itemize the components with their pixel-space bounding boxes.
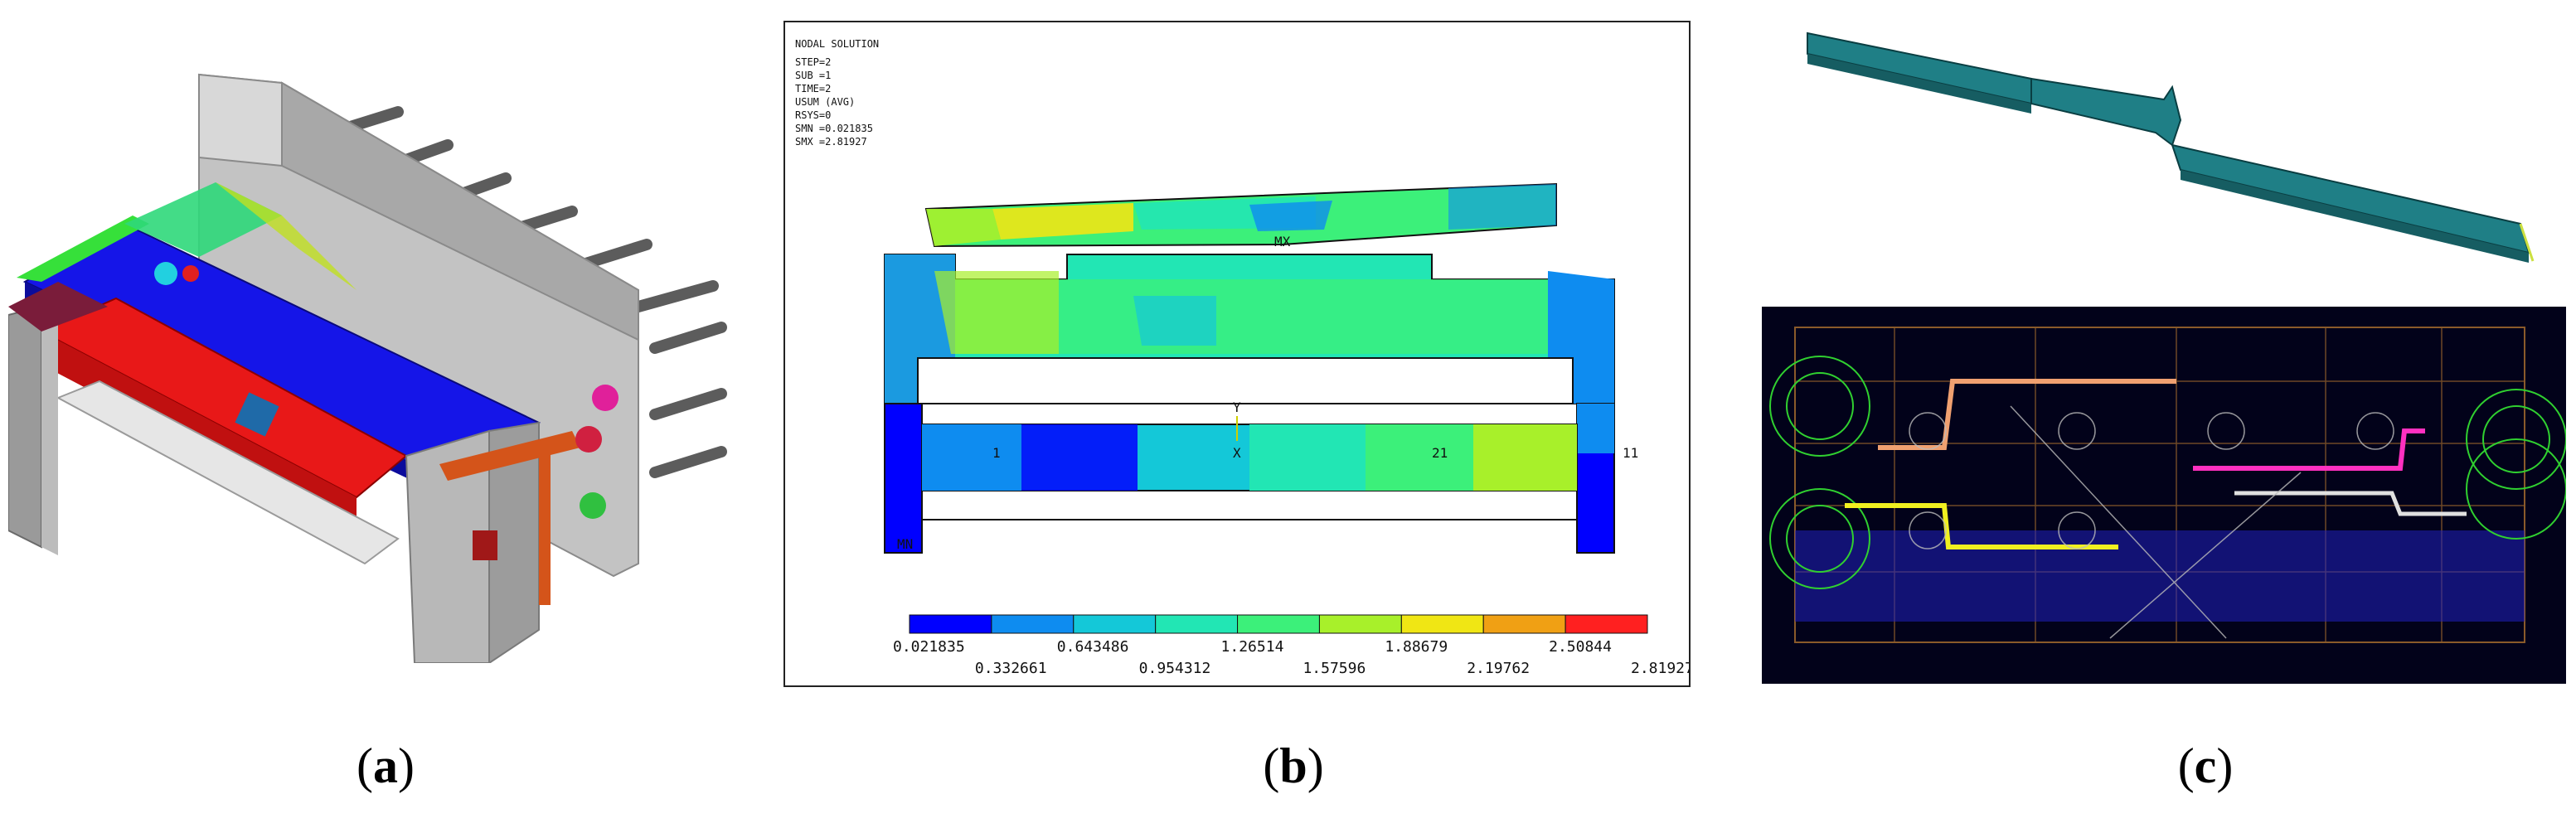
legend-swatch: [1482, 614, 1566, 634]
label-mx: MX: [1274, 234, 1291, 249]
caption-b: (b): [1263, 738, 1324, 793]
panel-a-3d-model: [7, 66, 754, 665]
legend-label-bottom: 2.81927: [1631, 660, 1689, 677]
left-leg: [884, 403, 923, 554]
svg-text:SUB =1: SUB =1: [795, 70, 831, 81]
legend-labels: 0.021835 0.643486 1.26514 1.88679 2.50844 0.3…: [893, 638, 1694, 677]
model-illustration: [7, 73, 727, 665]
solution-header: NODAL SOLUTION STEP=2 SUB =1 TIME=2 USUM…: [795, 38, 879, 148]
legend-swatch: [1400, 614, 1484, 634]
legend-label-bottom: 0.954312: [1139, 660, 1211, 677]
legend-bar: [909, 614, 1648, 634]
legend-swatch: [1237, 614, 1320, 634]
legend-swatch: [991, 614, 1075, 634]
legend-label-top: 0.021835: [893, 638, 965, 656]
legend-label-top: 1.88679: [1385, 638, 1448, 656]
lower-bar-contour: [921, 424, 1578, 491]
top-slab-contour: [924, 182, 1557, 248]
caption-a: (a): [357, 738, 415, 793]
label-1: 1: [992, 445, 1001, 461]
legend-label-bottom: 0.332661: [975, 660, 1047, 677]
label-21: 21: [1432, 445, 1448, 461]
legend-swatch: [1073, 614, 1157, 634]
svg-text:USUM (AVG): USUM (AVG): [795, 96, 855, 108]
panel-c-mesh-part: [1783, 21, 2562, 294]
legend-label-top: 0.643486: [1057, 638, 1129, 656]
left-frame: [7, 305, 42, 549]
caption-c: (c): [2177, 738, 2234, 793]
svg-text:STEP=2: STEP=2: [795, 56, 831, 68]
legend-label-bottom: 1.57596: [1303, 660, 1366, 677]
legend-swatch: [909, 614, 992, 634]
svg-text:SMN =0.021835: SMN =0.021835: [795, 123, 873, 134]
legend-swatch: [1565, 614, 1648, 634]
label-mn: MN: [897, 536, 913, 552]
panel-c-cad-wireframe: [1762, 307, 2567, 684]
label-x: X: [1233, 445, 1241, 461]
legend-label-bottom: 2.19762: [1467, 660, 1530, 677]
mesh-illustration: [1807, 31, 2535, 263]
solution-title: NODAL SOLUTION: [795, 38, 879, 50]
label-y: Y: [1233, 399, 1241, 415]
legend-swatch: [1318, 614, 1402, 634]
svg-text:RSYS=0: RSYS=0: [795, 109, 831, 121]
legend-label-top: 2.50844: [1549, 638, 1612, 656]
panel-b-fea-result: NODAL SOLUTION STEP=2 SUB =1 TIME=2 USUM…: [783, 21, 1694, 687]
legend-swatch: [1155, 614, 1239, 634]
svg-text:TIME=2: TIME=2: [795, 83, 831, 94]
legend-label-top: 1.26514: [1221, 638, 1284, 656]
svg-text:SMX =2.81927: SMX =2.81927: [795, 136, 867, 148]
wireframe-illustration: [1769, 327, 2567, 643]
label-11: 11: [1623, 445, 1638, 461]
fea-plot: NODAL SOLUTION STEP=2 SUB =1 TIME=2 USUM…: [795, 38, 1694, 677]
